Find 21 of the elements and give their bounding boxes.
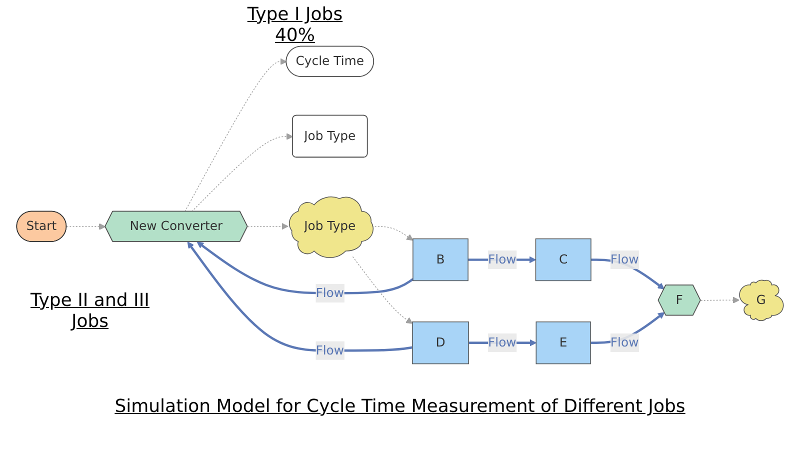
caption: Simulation Model for Cycle Time Measurement of Different Jobs <box>114 396 686 417</box>
node-box: D <box>412 322 469 364</box>
arrow <box>700 296 740 304</box>
arrow <box>66 223 106 230</box>
arrow <box>247 222 288 230</box>
group-heading: Type I Jobs 40% <box>246 4 344 46</box>
edge-label: Flow <box>488 252 516 267</box>
edge-label: Flow <box>316 342 344 358</box>
arrow <box>196 242 414 294</box>
group-heading: Type II and III Jobs <box>30 290 150 332</box>
arrow <box>184 58 287 212</box>
node-box: B <box>412 238 468 282</box>
edge-label: Flow <box>610 335 639 350</box>
arrow <box>352 256 413 324</box>
edge-label: Flow <box>488 335 516 350</box>
arrow <box>187 242 413 352</box>
node-box: C <box>535 238 592 282</box>
arrow <box>191 133 294 212</box>
node-box: E <box>536 322 591 364</box>
edge-label: Flow <box>316 285 344 300</box>
edge-label: Flow <box>610 252 639 267</box>
